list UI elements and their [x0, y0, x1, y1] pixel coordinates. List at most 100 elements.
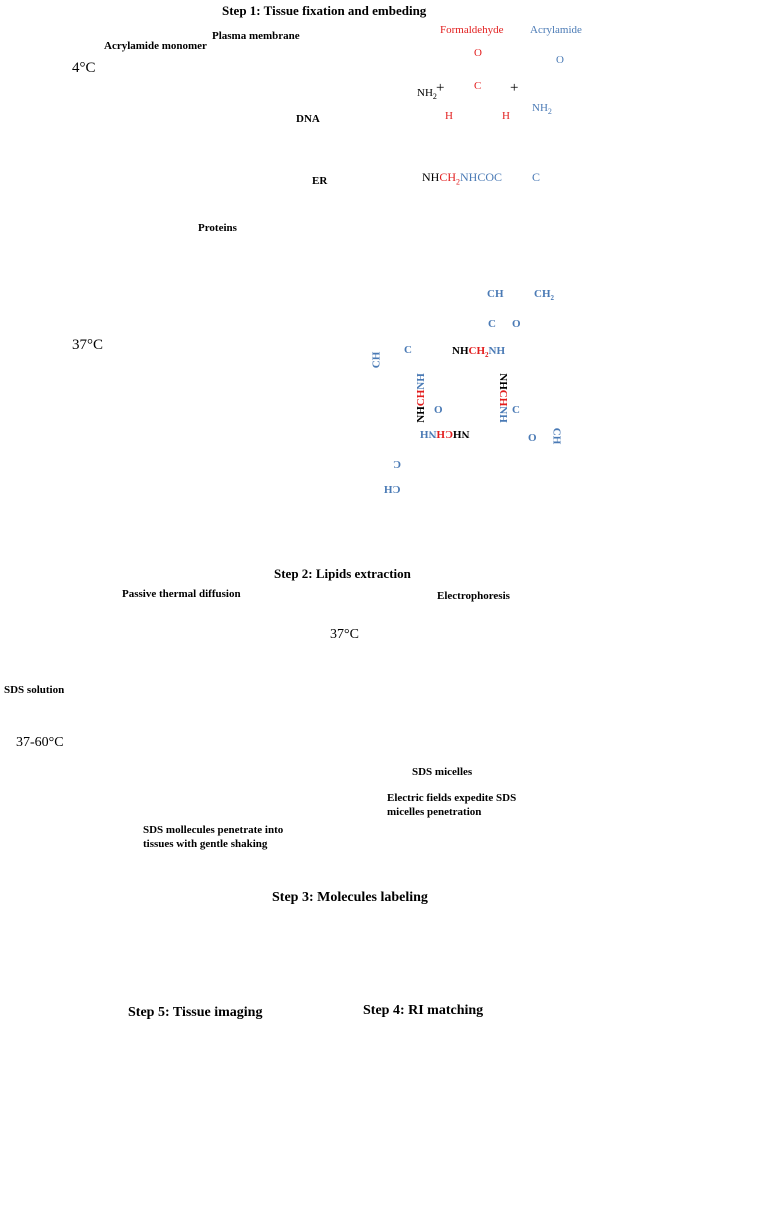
electro-caption-1: Electric fields expedite SDS	[387, 792, 517, 804]
ri-tube-icon	[417, 1019, 459, 1177]
step4-title: Step 4: RI matching	[363, 1003, 484, 1018]
gel-nh-linker-top: NHCH2NH	[452, 345, 505, 359]
protein-icon-2	[359, 161, 401, 191]
proteins-label: Proteins	[198, 222, 237, 234]
hydrogel-network	[335, 275, 629, 517]
cell-zoom-frame	[143, 59, 337, 218]
sds-micelle-icon	[440, 717, 460, 731]
sds-micelle-icon	[290, 693, 310, 707]
sds-micelle-icon	[178, 739, 198, 753]
electro-caption-2: micelles penetration	[387, 806, 482, 818]
step5-title: Step 5: Tissue imaging	[128, 1005, 263, 1020]
brain-electro-icon	[429, 653, 473, 711]
electro-temp-label: 37°C	[330, 627, 359, 642]
hydrogel-mesh-3	[611, 615, 758, 777]
sds-micelle-icon	[264, 729, 284, 743]
sds-micelle-icon	[158, 621, 178, 635]
gel-nh-f: NH	[414, 373, 427, 390]
gel-ch-right: CH	[550, 427, 563, 445]
gel-ch2-text: CH	[534, 288, 551, 300]
formaldehyde-c: C	[474, 80, 482, 92]
sds-micelle-icon	[132, 653, 152, 667]
gel-ch2-top: CH2	[534, 288, 554, 302]
sds-micelle-icon	[502, 645, 522, 659]
acrylamide-monomer-label: Acrylamide monomer	[104, 40, 207, 52]
temp-cold-label: 4°C	[72, 60, 96, 76]
passive-zoom-frame	[149, 621, 294, 817]
central-protein-icon	[440, 362, 492, 412]
sds-micelle-icon	[496, 679, 516, 693]
flow-arrow-1	[314, 226, 348, 266]
gel-c-top: C	[488, 318, 496, 330]
gel-o-right: O	[528, 432, 537, 444]
temp-range-label: 37-60°C	[16, 735, 64, 750]
step2-title: Step 2: Lipids extraction	[274, 566, 411, 581]
gel-o-left: O	[434, 404, 443, 416]
sds-micelle-icon	[476, 701, 496, 715]
gel-c-bottom: C	[393, 458, 401, 470]
flow-arrow-2	[314, 520, 348, 556]
gel-nh-b: NH	[488, 345, 506, 357]
sds-micelle-icon	[444, 623, 464, 637]
sds-micelle-icon	[154, 759, 174, 773]
product-formula: NHCH2NHCOC C	[422, 170, 540, 186]
plus-sign-2: +	[510, 80, 519, 96]
gel-nh-h: NH	[496, 406, 509, 423]
cycle-arrows	[180, 922, 428, 1204]
cell-contents	[156, 66, 312, 192]
gel-ch2-red-a-sub: 2	[485, 351, 489, 360]
acrylamide-o: O	[556, 54, 564, 66]
dna-label: DNA	[296, 113, 320, 125]
reaction-arrow	[468, 130, 488, 158]
electro-title: Electrophoresis	[437, 590, 510, 602]
sds-tube-icon	[69, 609, 131, 797]
formaldehyde-o: O	[474, 47, 482, 59]
sds-micelle-icon	[460, 639, 480, 653]
protein-icon-1	[351, 79, 393, 109]
electrode-positive	[554, 606, 592, 776]
amine-sub: 2	[432, 92, 437, 102]
sds-micelle-icon	[286, 763, 306, 777]
gel-ch2-red-b: CH	[436, 428, 454, 440]
amine-group: NH2	[417, 87, 437, 101]
sds-micelle-icon	[208, 625, 228, 639]
gel-ch-bottom: CH	[384, 483, 401, 495]
sds-micelle-icon	[166, 661, 186, 675]
product-c: C	[532, 170, 541, 184]
sds-micelle-icon	[134, 713, 154, 727]
passive-proteins	[172, 646, 262, 798]
sds-micelle-icon	[132, 787, 152, 801]
er-label: ER	[312, 175, 328, 187]
acr-nh-sub: 2	[547, 107, 552, 117]
gel-nh-linker-bottom: NHCHNH	[420, 428, 470, 440]
gel-ch2-red-a: CH	[468, 345, 486, 357]
flow-arrow-3	[314, 846, 348, 884]
product-nhcoc: NHCOC	[460, 170, 503, 184]
sds-micelles-label: SDS micelles	[412, 766, 473, 778]
product-ch-sub: 2	[456, 177, 461, 187]
product-ch: CH	[439, 170, 457, 184]
sds-micelle-icon	[404, 741, 424, 755]
gel-nh-a: NH	[452, 345, 469, 357]
gel-ch2-red-c: CH	[414, 389, 427, 407]
gel-nh-linker-left: NHCHNH	[415, 373, 427, 423]
brain-cold-icon	[55, 79, 111, 183]
sds-micelle-icon	[276, 657, 296, 671]
acr-nh-text: NH	[532, 102, 548, 114]
passive-caption-2: tissues with gentle shaking	[143, 838, 268, 850]
sds-micelle-icon	[408, 669, 428, 683]
hydrogel-zoom-frame	[143, 313, 307, 470]
passive-caption-1: SDS mollecules penetrate into	[143, 824, 284, 836]
plus-sign-1: +	[436, 80, 445, 96]
microscope-icon	[206, 1030, 230, 1053]
product-nh: NH	[422, 170, 440, 184]
formaldehyde-h2: H	[502, 110, 510, 122]
step3-title: Step 3: Molecules labeling	[272, 890, 428, 905]
temp-warm-label: 37°C	[72, 337, 104, 353]
sds-micelle-icon	[402, 715, 422, 729]
gel-c-left: C	[404, 344, 412, 356]
formaldehyde-label: Formaldehyde	[440, 24, 504, 36]
amine-text: NH	[417, 87, 433, 99]
sds-micelle-icon	[260, 781, 280, 795]
